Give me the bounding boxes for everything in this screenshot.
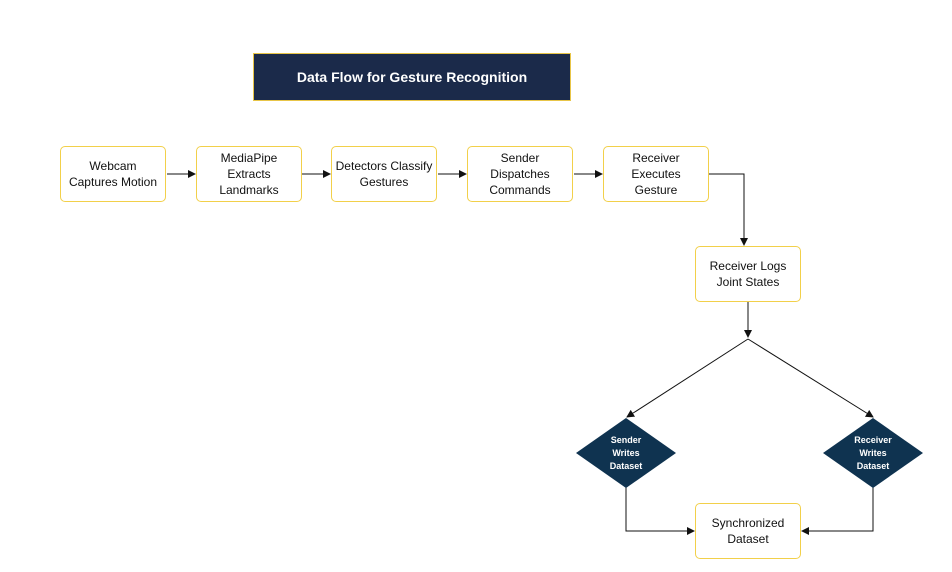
diamond-sender-writes [576,418,676,488]
edge-sender-writes-synchronized [625,487,695,535]
node-detectors: Detectors Classify Gestures [331,146,437,202]
diagram-title: Data Flow for Gesture Recognition [253,53,571,101]
node-receiver-logs: Receiver Logs Joint States [695,246,801,302]
node-webcam: Webcam Captures Motion [60,146,166,202]
edge-junction-sender-writes [626,338,749,418]
diamond-receiver-writes [823,418,923,488]
diamond-label-sender-writes: Sender Writes Dataset [609,435,643,471]
node-sender: Sender Dispatches Commands [467,146,573,202]
edge-receiver-exec-logs [709,173,748,246]
node-synchronized: Synchronized Dataset [695,503,801,559]
edge-receiver-writes-synchronized [801,487,874,535]
edge-junction-receiver-writes [747,338,874,418]
diamond-label-receiver-writes: Receiver Writes Dataset [854,435,892,471]
node-receiver-executes: Receiver Executes Gesture [603,146,709,202]
node-mediapipe: MediaPipe Extracts Landmarks [196,146,302,202]
